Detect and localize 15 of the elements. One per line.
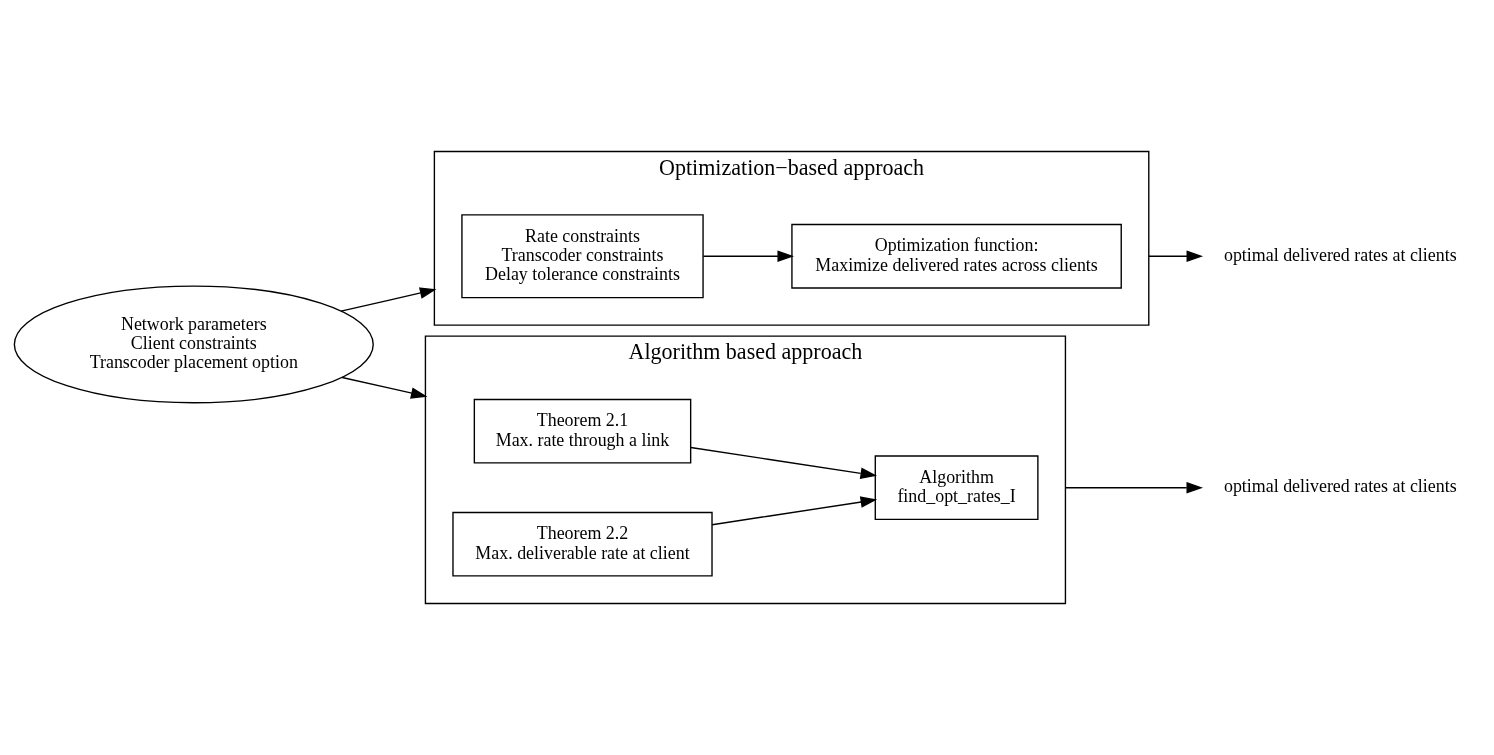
arrow (711, 496, 878, 526)
node-ellipse: Network parameters Client constraints Transcoder placement option (13, 285, 374, 404)
node-box: Algorithm find_opt_rates_I (874, 455, 1039, 521)
node-box: Theorem 2.1 Max. rate through a link (473, 398, 692, 464)
arrow (341, 376, 428, 399)
node-text: optimal delivered rates at clients (1223, 476, 1457, 497)
arrow (702, 250, 794, 263)
arrow (1148, 250, 1204, 263)
arrow (690, 446, 878, 480)
arrow (1064, 481, 1204, 494)
node-box: Rate constraints Transcoder constraints Delay tolerance constraints (461, 214, 704, 299)
node-text: optimal delivered rates at clients (1223, 244, 1457, 265)
node-box: Theorem 2.2 Max. deliverable rate at client (452, 511, 713, 577)
arrow (340, 287, 437, 312)
node-box: Optimization function: Maximize delivered rates across clients (791, 223, 1122, 289)
